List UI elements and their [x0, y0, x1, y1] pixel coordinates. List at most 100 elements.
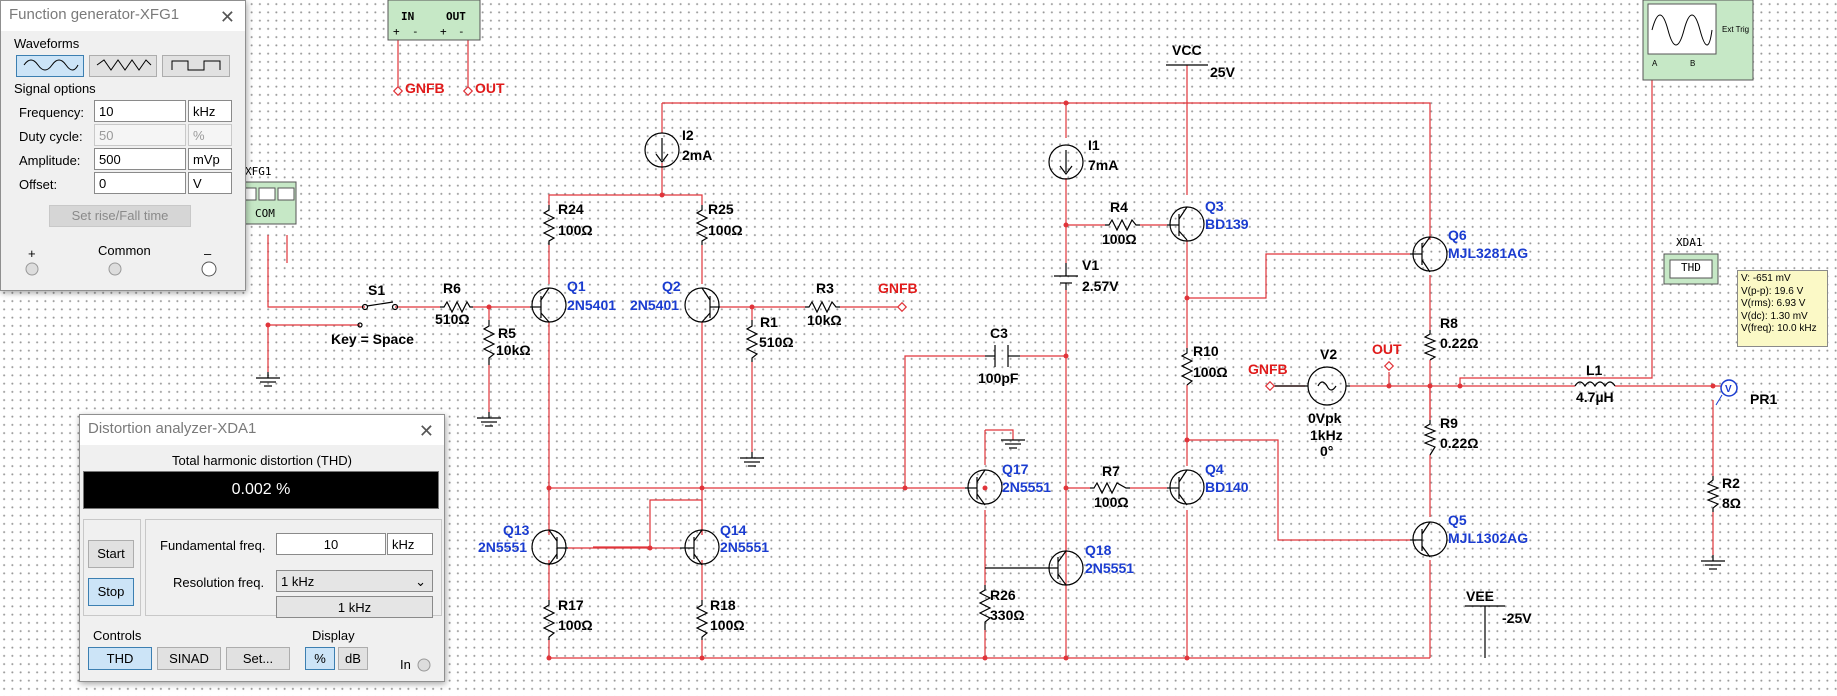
svg-text:100Ω: 100Ω [708, 222, 743, 238]
sine-wave-button[interactable] [16, 55, 84, 77]
duty-cycle-unit[interactable]: % [188, 124, 232, 146]
svg-text:330Ω: 330Ω [990, 607, 1025, 623]
switch-s1 [357, 301, 399, 328]
svg-text:XDA1: XDA1 [1676, 236, 1703, 249]
close-icon[interactable]: ✕ [418, 421, 434, 441]
probe-v: V: -651 mV [1741, 273, 1791, 284]
svg-text:R1: R1 [760, 314, 778, 330]
svg-text:10kΩ: 10kΩ [807, 312, 842, 328]
svg-text:2N5551: 2N5551 [720, 539, 769, 555]
svg-text:2.57V: 2.57V [1082, 278, 1119, 294]
terminal-circles [25, 261, 217, 277]
svg-text:8Ω: 8Ω [1722, 495, 1741, 511]
svg-text:R9: R9 [1440, 415, 1458, 431]
resolution-select[interactable]: 1 kHz ⌄ [276, 570, 433, 592]
start-stop-group [83, 519, 141, 616]
triangle-wave-button[interactable] [89, 55, 157, 77]
svg-text:+: + [393, 25, 400, 38]
svg-text:IN: IN [401, 10, 414, 23]
transistors [530, 206, 1448, 586]
probe-vfreq: V(freq): 10.0 kHz [1741, 323, 1817, 335]
close-icon[interactable]: ✕ [219, 7, 235, 27]
svg-text:GNFB: GNFB [405, 80, 445, 96]
svg-text:7mA: 7mA [1088, 157, 1118, 173]
wires [267, 40, 1728, 659]
plus-terminal[interactable] [25, 262, 39, 276]
square-icon [171, 60, 221, 71]
probe-vpp: V(p-p): 19.6 V [1741, 285, 1804, 297]
amplitude-unit[interactable]: mVp [188, 148, 232, 170]
xfg1-instrument[interactable]: XFG1 COM [237, 165, 297, 225]
frequency-label: Frequency: [19, 105, 85, 120]
svg-text:R18: R18 [710, 597, 736, 613]
svg-text:R7: R7 [1102, 463, 1120, 479]
start-button[interactable]: Start [88, 540, 134, 568]
duty-cycle-input[interactable]: 50 [94, 124, 186, 146]
svg-text:OUT: OUT [1372, 341, 1402, 357]
resolution-select-value: 1 kHz [281, 574, 315, 589]
probe-vrms: V(rms): 6.93 V [1741, 298, 1806, 310]
svg-text:R6: R6 [443, 280, 461, 296]
stop-button[interactable]: Stop [88, 578, 134, 606]
fundamental-input[interactable]: 10 [276, 533, 386, 555]
in-terminal-label: In [400, 657, 411, 672]
svg-text:Q18: Q18 [1085, 542, 1112, 558]
percent-display-button[interactable]: % [305, 647, 335, 670]
svg-text:0.22Ω: 0.22Ω [1440, 335, 1478, 351]
svg-text:Q1: Q1 [567, 278, 586, 294]
db-display-button[interactable]: dB [338, 647, 368, 670]
plus-terminal-label: + [28, 246, 36, 261]
square-wave-button[interactable] [162, 55, 230, 77]
svg-text:Q3: Q3 [1205, 198, 1224, 214]
offset-unit[interactable]: V [188, 172, 232, 194]
resistors [440, 205, 1720, 640]
sinad-mode-button[interactable]: SINAD [157, 647, 221, 670]
oscilloscope-instrument[interactable]: Ext Trig A B [1642, 0, 1754, 81]
set-rise-fall-button[interactable]: Set rise/Fall time [49, 205, 191, 227]
svg-text:PR1: PR1 [1750, 391, 1777, 407]
svg-text:VCC: VCC [1172, 42, 1202, 58]
common-terminal[interactable] [108, 262, 122, 276]
thd-mode-button[interactable]: THD [88, 647, 152, 670]
svg-text:100Ω: 100Ω [558, 617, 593, 633]
minus-terminal-label: – [204, 246, 212, 261]
svg-text:2N5551: 2N5551 [478, 539, 527, 555]
svg-text:4.7µH: 4.7µH [1576, 389, 1614, 405]
svg-text:100Ω: 100Ω [558, 222, 593, 238]
distortion-analyzer-titlebar[interactable]: Distortion analyzer-XDA1 ✕ [80, 415, 444, 445]
svg-text:Q14: Q14 [720, 522, 747, 538]
frequency-input[interactable]: 10 [94, 100, 186, 122]
sine-icon [23, 59, 79, 71]
probe-pr1[interactable]: V [1715, 379, 1738, 406]
svg-text:A: A [1652, 59, 1658, 68]
svg-text:OUT: OUT [475, 80, 505, 96]
in-out-instrument[interactable]: IN OUT +- +- [387, 0, 481, 41]
amplitude-input[interactable]: 500 [94, 148, 186, 170]
svg-text:-: - [458, 25, 465, 38]
svg-text:0.22Ω: 0.22Ω [1440, 435, 1478, 451]
settings-button[interactable]: Set... [226, 647, 290, 670]
frequency-unit[interactable]: kHz [188, 100, 232, 122]
current-source-i2 [644, 132, 680, 168]
in-terminal[interactable] [416, 657, 432, 673]
offset-input[interactable]: 0 [94, 172, 186, 194]
minus-terminal[interactable] [201, 261, 217, 277]
controls-label: Controls [93, 628, 142, 643]
svg-text:Q6: Q6 [1448, 227, 1467, 243]
svg-text:R26: R26 [990, 587, 1016, 603]
svg-text:510Ω: 510Ω [759, 334, 794, 350]
svg-text:XFG1: XFG1 [245, 165, 272, 178]
xda1-instrument[interactable]: XDA1 THD [1663, 236, 1719, 285]
function-generator-titlebar[interactable]: Function generator-XFG1 ✕ [1, 1, 245, 31]
function-generator-dialog: Function generator-XFG1 ✕ Waveforms Sign… [0, 0, 246, 291]
svg-text:R17: R17 [558, 597, 584, 613]
power-rails [1166, 64, 1505, 658]
svg-text:BD140: BD140 [1205, 479, 1249, 495]
chevron-down-icon: ⌄ [415, 574, 426, 589]
fundamental-label: Fundamental freq. [160, 538, 266, 553]
connectors [392, 85, 1395, 392]
fundamental-unit[interactable]: kHz [387, 533, 433, 555]
svg-text:2mA: 2mA [682, 147, 712, 163]
svg-text:I1: I1 [1088, 137, 1100, 153]
